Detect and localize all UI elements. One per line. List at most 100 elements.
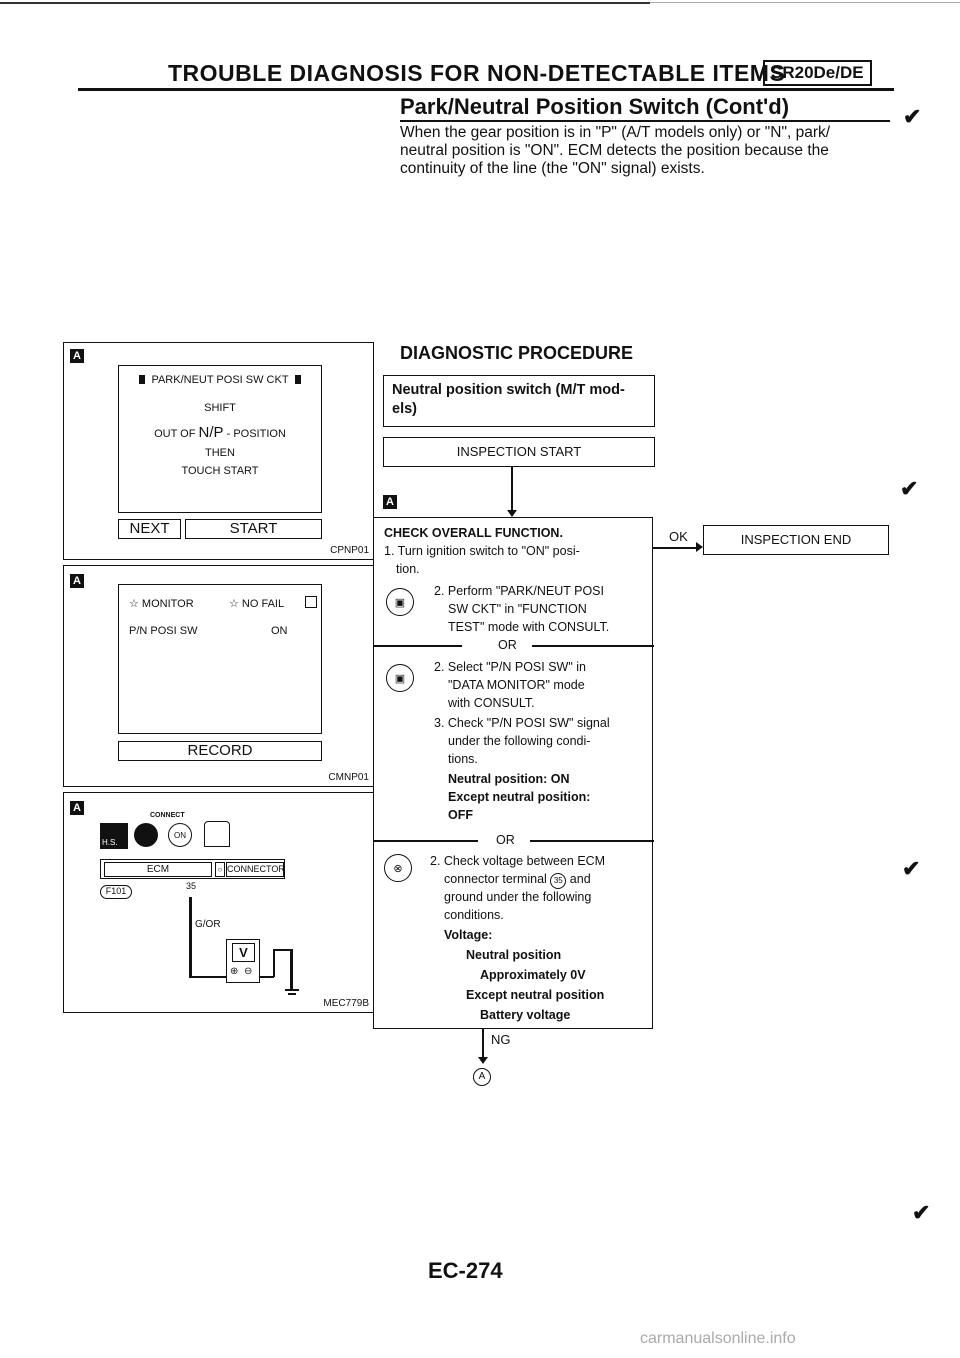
step-2c-line-8: Except neutral position xyxy=(466,988,605,1002)
monitor-item-value: ON xyxy=(271,625,288,637)
record-button[interactable]: RECORD xyxy=(118,741,322,761)
screen-line-shift: SHIFT xyxy=(204,402,236,414)
intro-line-2: neutral position is "ON". ECM detects th… xyxy=(400,142,829,159)
consult-tool-icon: ▣ xyxy=(386,588,414,616)
consult-tool-icon: ▣ xyxy=(386,664,414,692)
check-mark-icon: ✔ xyxy=(902,856,921,881)
screen-line-then: THEN xyxy=(205,447,235,459)
voltmeter: V ⊕ ⊖ xyxy=(226,939,260,983)
negative-terminal-icon: ⊖ xyxy=(244,966,253,977)
intro-line-3: continuity of the line (the "ON" signal)… xyxy=(400,160,705,177)
diagnostic-procedure-title: DIAGNOSTIC PROCEDURE xyxy=(400,343,634,363)
ground-symbol-icon xyxy=(285,989,299,991)
screen-line-out-of: OUT OF N/P - POSITION xyxy=(154,424,286,441)
step-3-line-5: Except neutral position: xyxy=(448,790,591,804)
record-checkbox[interactable] xyxy=(305,596,317,608)
top-scan-line-faint xyxy=(650,2,960,3)
header-rule xyxy=(78,88,894,91)
check-mark-icon: ✔ xyxy=(912,1200,931,1225)
ground-symbol-icon xyxy=(288,993,296,995)
data-monitor-screen: ☆ MONITOR ☆ NO FAIL P/N POSI SW ON xyxy=(118,584,322,734)
page-header-title: TROUBLE DIAGNOSIS FOR NON-DETECTABLE ITE… xyxy=(168,60,786,86)
engine-badge: SR20De/DE xyxy=(763,60,872,86)
step-2b-line-3: with CONSULT. xyxy=(448,696,535,710)
top-scan-line xyxy=(0,2,650,4)
check-mark-icon: ✔ xyxy=(900,476,919,501)
step-2c-line-2: connector terminal 35 and xyxy=(444,870,591,889)
or-divider xyxy=(374,840,478,842)
ignition-on-icon: ON xyxy=(168,823,192,847)
connector-id-label: F101 xyxy=(100,885,132,899)
screen-line-touch-start: TOUCH START xyxy=(181,465,259,477)
or-divider xyxy=(530,840,654,842)
inspection-start-box: INSPECTION START xyxy=(383,437,655,467)
consult-screen: PARK/NEUT POSI SW CKT SHIFT OUT OF N/P -… xyxy=(118,365,322,513)
check-title: CHECK OVERALL FUNCTION. xyxy=(384,526,563,540)
section-intro: When the gear position is in "P" (A/T mo… xyxy=(400,124,920,178)
ecm-disconnect-icon xyxy=(134,823,158,847)
start-button[interactable]: START xyxy=(185,519,322,539)
flow-arrow-line xyxy=(511,467,513,515)
ng-label: NG xyxy=(491,1032,511,1047)
terminal-number: 35 xyxy=(186,881,197,891)
screen-heading: PARK/NEUT POSI SW CKT xyxy=(119,374,321,386)
block-bullet-icon xyxy=(294,375,301,384)
voltmeter-display: V xyxy=(232,943,255,962)
flow-arrow-head-icon xyxy=(507,510,517,517)
step-2c-line-1: 2. Check voltage between ECM xyxy=(430,854,606,868)
step-2c-line-7: Approximately 0V xyxy=(480,968,586,982)
page-number: EC-274 xyxy=(428,1258,503,1283)
step-3-line-4: Neutral position: ON xyxy=(448,772,570,786)
terminal-35-icon: 35 xyxy=(550,873,567,889)
ecm-connector-label-box: ECM ○ CONNECTOR xyxy=(100,859,285,879)
or-label: OR xyxy=(498,638,517,652)
panel-marker: A xyxy=(70,801,84,815)
or-divider xyxy=(532,645,654,647)
monitor-label: ☆ MONITOR xyxy=(129,598,194,610)
block-bullet-icon xyxy=(139,375,146,384)
step-2c-line-4: conditions. xyxy=(444,908,504,922)
figure-code: MEC779B xyxy=(323,998,369,1009)
next-button[interactable]: NEXT xyxy=(118,519,181,539)
ecm-voltage-check-panel: A H.S. CONNECT ON ECM ○ CONNECTOR F101 3… xyxy=(63,792,374,1013)
watermark: carmanualsonline.info xyxy=(640,1330,796,1347)
section-title: Park/Neutral Position Switch (Cont'd) xyxy=(400,94,790,119)
check-overall-function-box: CHECK OVERALL FUNCTION. 1. Turn ignition… xyxy=(373,517,654,1029)
step-2c-line-5: Voltage: xyxy=(444,928,493,942)
or-label: OR xyxy=(496,833,515,847)
multimeter-tool-icon: ⊗ xyxy=(384,854,412,882)
ground-wire xyxy=(273,949,275,977)
consult-data-monitor-panel: A ☆ MONITOR ☆ NO FAIL P/N POSI SW ON REC… xyxy=(63,565,374,787)
ng-arrow-head-icon xyxy=(478,1057,488,1064)
step-1-line-2: tion. xyxy=(396,562,420,576)
ground-probe xyxy=(290,949,293,989)
section-rule xyxy=(400,120,890,122)
ok-arrow-head-icon xyxy=(696,542,703,552)
inspection-end-box: INSPECTION END xyxy=(703,525,889,555)
step-2a-line-2: SW CKT" in "FUNCTION xyxy=(448,602,587,616)
goto-marker-a[interactable]: A xyxy=(473,1068,491,1086)
probe-wire xyxy=(189,897,192,977)
panel-marker: A xyxy=(70,349,84,363)
figure-code: CMNP01 xyxy=(328,772,369,783)
step-2a-line-3: TEST" mode with CONSULT. xyxy=(448,620,610,634)
intro-line-1: When the gear position is in "P" (A/T mo… xyxy=(400,124,831,141)
harness-connector-icon: H.S. xyxy=(100,823,128,849)
step-1-line-1: 1. Turn ignition switch to "ON" posi- xyxy=(384,544,580,558)
step-2a-line-1: 2. Perform "PARK/NEUT POSI xyxy=(434,584,604,598)
step-3-line-6: OFF xyxy=(448,808,473,822)
gear-shift-icon xyxy=(204,821,230,847)
ground-wire xyxy=(260,976,274,978)
check-mark-icon: ✔ xyxy=(903,104,922,129)
connect-label: CONNECT xyxy=(150,812,185,819)
positive-terminal-icon: ⊕ xyxy=(230,966,239,977)
no-fail-label: ☆ NO FAIL xyxy=(229,598,285,610)
step-2b-line-2: "DATA MONITOR" mode xyxy=(448,678,585,692)
ground-wire xyxy=(273,949,291,951)
step-2c-line-9: Battery voltage xyxy=(480,1008,571,1022)
step-3-line-1: 3. Check "P/N POSI SW" signal xyxy=(434,716,610,730)
ok-label: OK xyxy=(669,529,688,544)
step-3-line-3: tions. xyxy=(448,752,478,766)
step-2c-line-6: Neutral position xyxy=(466,948,562,962)
figure-code: CPNP01 xyxy=(330,545,369,556)
